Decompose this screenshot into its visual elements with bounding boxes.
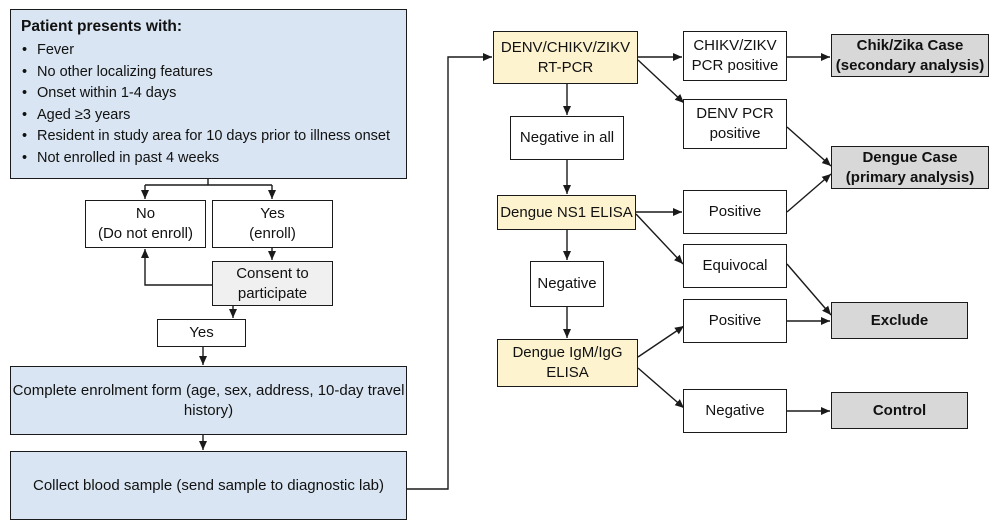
arrow-ns1-to-equivocal (635, 213, 684, 265)
arrow-equivocal-to-exclude (786, 263, 832, 316)
exclude-box: Exclude (831, 302, 968, 339)
arrow-blood-to-rtpcr (407, 53, 492, 490)
igm-igg-elisa-box: Dengue IgM/IgG ELISA (497, 339, 638, 387)
denv-pcr-positive-box: DENV PCR positive (683, 99, 787, 149)
chik-zika-case-box: Chik/Zika Case (secondary analysis) (831, 34, 989, 77)
criterion-item: Onset within 1-4 days (21, 83, 396, 105)
criterion-item: Not enrolled in past 4 weeks (21, 148, 396, 170)
consent-box: Consent to participate (212, 261, 333, 306)
arrow-igm-to-negative (637, 367, 685, 409)
do-not-enroll-box: No (Do not enroll) (85, 200, 206, 248)
connector-patient-split (145, 179, 272, 186)
chikv-zikv-positive-box: CHIKV/ZIKV PCR positive (683, 31, 787, 81)
arrow-ns1pos-to-dengue (786, 173, 832, 213)
patient-criteria-box: Patient presents with: Fever No other lo… (10, 9, 407, 179)
equivocal-box: Equivocal (683, 244, 787, 288)
patient-criteria-title: Patient presents with: (21, 18, 183, 35)
arrow-igm-to-positive (637, 325, 685, 358)
criterion-item: Fever (21, 40, 396, 62)
arrow-denv-to-dengue (786, 126, 832, 167)
ns1-elisa-box: Dengue NS1 ELISA (497, 195, 636, 230)
rt-pcr-box: DENV/CHIKV/ZIKV RT-PCR (493, 31, 638, 84)
arrow-rtpcr-to-denv (637, 59, 685, 104)
igm-negative-box: Negative (683, 389, 787, 433)
enrolment-form-box: Complete enrolment form (age, sex, addre… (10, 366, 407, 435)
control-box: Control (831, 392, 968, 429)
negative-in-all-box: Negative in all (510, 116, 624, 160)
ns1-negative-box: Negative (530, 261, 604, 307)
patient-criteria-list: Fever No other localizing features Onset… (21, 40, 396, 169)
blood-sample-box: Collect blood sample (send sample to dia… (10, 451, 407, 520)
criterion-item: No other localizing features (21, 62, 396, 84)
arrow-consent-to-no (141, 249, 212, 286)
dengue-case-box: Dengue Case (primary analysis) (831, 146, 989, 189)
criterion-item: Resident in study area for 10 days prior… (21, 126, 396, 148)
criterion-item: Aged ≥3 years (21, 105, 396, 127)
consent-yes-box: Yes (157, 319, 246, 347)
enroll-box: Yes (enroll) (212, 200, 333, 248)
igm-positive-box: Positive (683, 299, 787, 343)
ns1-positive-box: Positive (683, 190, 787, 234)
